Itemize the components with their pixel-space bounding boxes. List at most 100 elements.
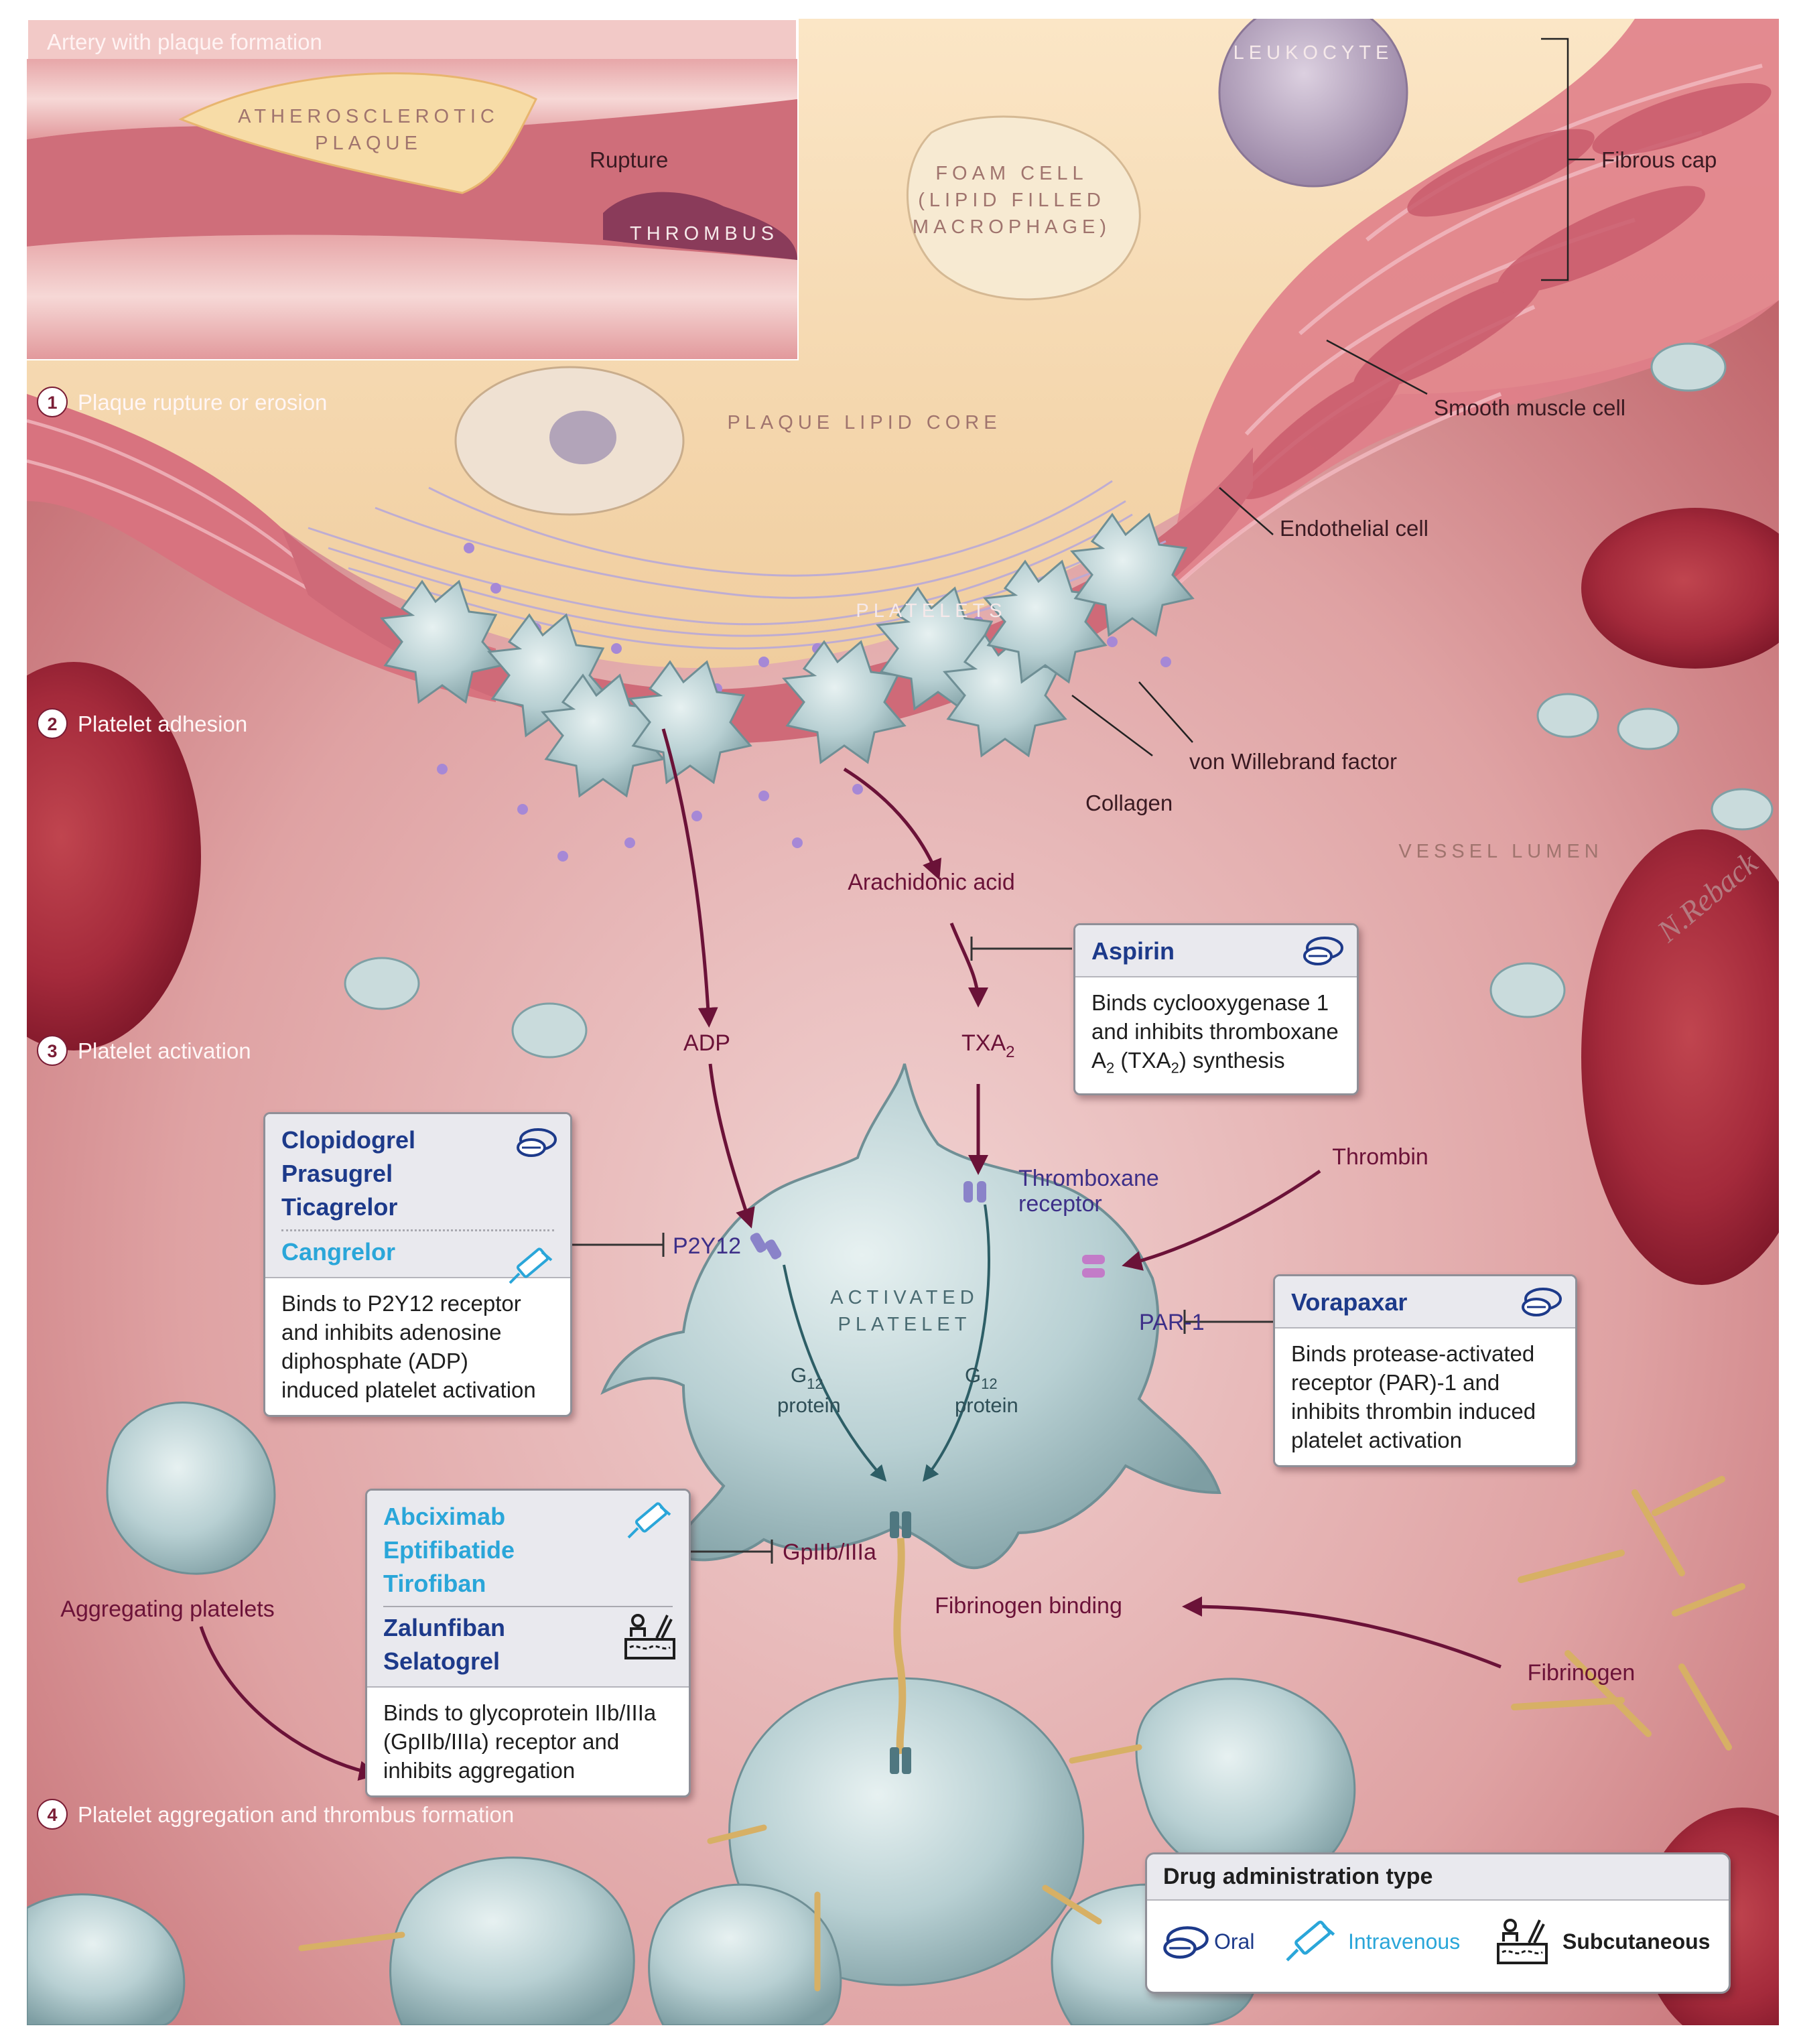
collagen-label: Collagen (1085, 791, 1173, 815)
drug-separator (281, 1229, 554, 1231)
foam-cell-label-3: MACROPHAGE) (913, 216, 1111, 238)
txa2-label: TXA2 (961, 1030, 1014, 1061)
aspirin-drug-box: Aspirin Binds cyclooxygenase 1 and inhib… (1073, 923, 1359, 1095)
vorapaxar-drug-box: Vorapaxar Binds protease-activated recep… (1273, 1274, 1577, 1467)
smooth-muscle-label: Smooth muscle cell (1434, 395, 1625, 420)
legend-intravenous-label: Intravenous (1348, 1929, 1461, 1954)
svg-text:3: 3 (47, 1041, 57, 1061)
legend-title: Drug administration type (1147, 1854, 1729, 1901)
par1-label: PAR-1 (1139, 1310, 1205, 1335)
step-1-label: Plaque rupture or erosion (78, 390, 327, 415)
fibrinogen-label: Fibrinogen (1528, 1660, 1636, 1686)
vorapaxar-desc-3: inhibits thrombin induced (1291, 1399, 1536, 1424)
step-2-marker: 2 Platelet adhesion (37, 708, 247, 739)
vessel-lumen-label: VESSEL LUMEN (1398, 841, 1603, 862)
illustration-frame: Artery with plaque formation ATHEROSCLER… (27, 19, 1779, 2025)
svg-text:4: 4 (47, 1805, 57, 1825)
aggregating-platelets-label: Aggregating platelets (60, 1596, 274, 1622)
svg-text:2: 2 (47, 714, 57, 734)
inset-title: Artery with plaque formation (47, 29, 322, 54)
zalunfiban-name: Zalunfiban (383, 1614, 505, 1641)
fibrous-cap-label: Fibrous cap (1601, 147, 1717, 172)
oral-pill-icon (1162, 1924, 1210, 1965)
gp-desc-1: Binds to glycoprotein IIb/IIIa (383, 1700, 657, 1725)
oral-pill-icon (1520, 1287, 1563, 1321)
leukocyte (1218, 19, 1408, 188)
p2y12-desc-2: and inhibits adenosine (281, 1320, 502, 1345)
abciximab-name: Abciximab (383, 1503, 506, 1530)
gp-desc-2: (GpIIb/IIIa) receptor and (383, 1729, 620, 1754)
legend-subcutaneous-label: Subcutaneous (1562, 1929, 1711, 1954)
selatogrel-name: Selatogrel (383, 1647, 501, 1675)
vorapaxar-name: Vorapaxar (1291, 1288, 1408, 1316)
step-1-marker: 1 Plaque rupture or erosion (37, 387, 327, 417)
vorapaxar-desc-4: platelet activation (1291, 1428, 1462, 1452)
drug-separator (383, 1606, 673, 1607)
thrombin-label: Thrombin (1332, 1144, 1428, 1170)
activated-platelet-label-2: PLATELET (838, 1314, 972, 1335)
thromboxane-receptor-label-1: Thromboxane (1018, 1166, 1159, 1191)
gpiib-iiia-label: GpIIb/IIIa (783, 1540, 876, 1565)
administration-type-legend: Drug administration type Oral Intravenou… (1145, 1852, 1731, 1994)
inset-artery (27, 19, 799, 360)
g12-left-protein: protein (777, 1393, 841, 1417)
intravenous-syringe-icon (623, 1501, 677, 1545)
p2y12-label: P2Y12 (673, 1233, 741, 1259)
leukocyte-label: LEUKOCYTE (1234, 42, 1394, 64)
adp-label: ADP (683, 1030, 730, 1056)
p2y12-inhibitor-box: Clopidogrel Prasugrel Ticagrelor Cangrel… (263, 1112, 572, 1417)
fibrinogen-binding-label: Fibrinogen binding (935, 1593, 1122, 1619)
p2y12-desc-3: diphosphate (ADP) (281, 1349, 468, 1373)
oral-pill-icon (1302, 936, 1345, 970)
g12-left-arrow (783, 1264, 887, 1482)
ticagrelor-name: Ticagrelor (281, 1193, 398, 1221)
aspirin-desc-2: and inhibits thromboxane (1091, 1019, 1339, 1044)
g12-right-label: G12 (965, 1363, 998, 1392)
lipid-core-label: PLAQUE LIPID CORE (727, 412, 1001, 433)
step-2-label: Platelet adhesion (78, 711, 247, 736)
legend-oral-label: Oral (1214, 1929, 1255, 1954)
thromboxane-receptor-label-2: receptor (1018, 1191, 1102, 1217)
p2y12-receptor (750, 1233, 782, 1259)
vorapaxar-desc-1: Binds protease-activated (1291, 1341, 1535, 1366)
g12-right-protein: protein (955, 1393, 1018, 1417)
platelets-label: PLATELETS (856, 600, 1006, 622)
step-4-marker: 4 Platelet aggregation and thrombus form… (37, 1799, 514, 1830)
arachidonic-acid-label: Arachidonic acid (848, 870, 1014, 895)
subcutaneous-injection-icon (623, 1610, 677, 1667)
aspirin-desc-1: Binds cyclooxygenase 1 (1091, 990, 1329, 1015)
activated-platelet-body (600, 1063, 1221, 1570)
prasugrel-name: Prasugrel (281, 1160, 393, 1187)
adhered-platelets (380, 513, 1195, 798)
tirofiban-name: Tirofiban (383, 1570, 486, 1597)
inset-plaque-label-1: ATHEROSCLEROTIC (238, 106, 499, 127)
par1-receptor (1082, 1255, 1105, 1278)
resting-platelets (344, 342, 1774, 1059)
foam-cell-label-1: FOAM CELL (935, 163, 1087, 184)
g12-right-arrow (923, 1204, 990, 1482)
foam-cell-label-2: (LIPID FILLED (918, 190, 1106, 211)
eptifibatide-name: Eptifibatide (383, 1536, 515, 1564)
p2y12-desc-1: Binds to P2Y12 receptor (281, 1291, 521, 1316)
step-4-label: Platelet aggregation and thrombus format… (78, 1802, 514, 1827)
activated-platelet-label-1: ACTIVATED (830, 1287, 978, 1308)
illustration-canvas: Artery with plaque formation ATHEROSCLER… (27, 19, 1779, 2025)
pathway-arrows (199, 728, 1502, 1781)
inset-plaque-label-2: PLAQUE (315, 133, 422, 154)
p2y12-desc-4: induced platelet activation (281, 1377, 536, 1402)
aspirin-desc-3: A2 (TXA2) synthesis (1091, 1048, 1285, 1077)
inset-rupture-label: Rupture (590, 147, 668, 172)
fibrinogen-bridge (893, 1538, 907, 1755)
gpiib-iiia-receptor (890, 1511, 911, 1538)
clopidogrel-name: Clopidogrel (281, 1126, 415, 1154)
svg-text:1: 1 (47, 393, 57, 413)
cangrelor-name: Cangrelor (281, 1238, 396, 1266)
aspirin-name: Aspirin (1091, 937, 1175, 965)
inset-thrombus-label: THROMBUS (630, 223, 779, 245)
intravenous-syringe-icon (505, 1247, 558, 1290)
step-3-label: Platelet activation (78, 1038, 251, 1063)
vorapaxar-desc-2: receptor (PAR)-1 and (1291, 1370, 1500, 1395)
foam-cell (906, 115, 1141, 301)
oral-pill-icon (515, 1128, 558, 1162)
vwf-label: von Willebrand factor (1189, 749, 1397, 774)
